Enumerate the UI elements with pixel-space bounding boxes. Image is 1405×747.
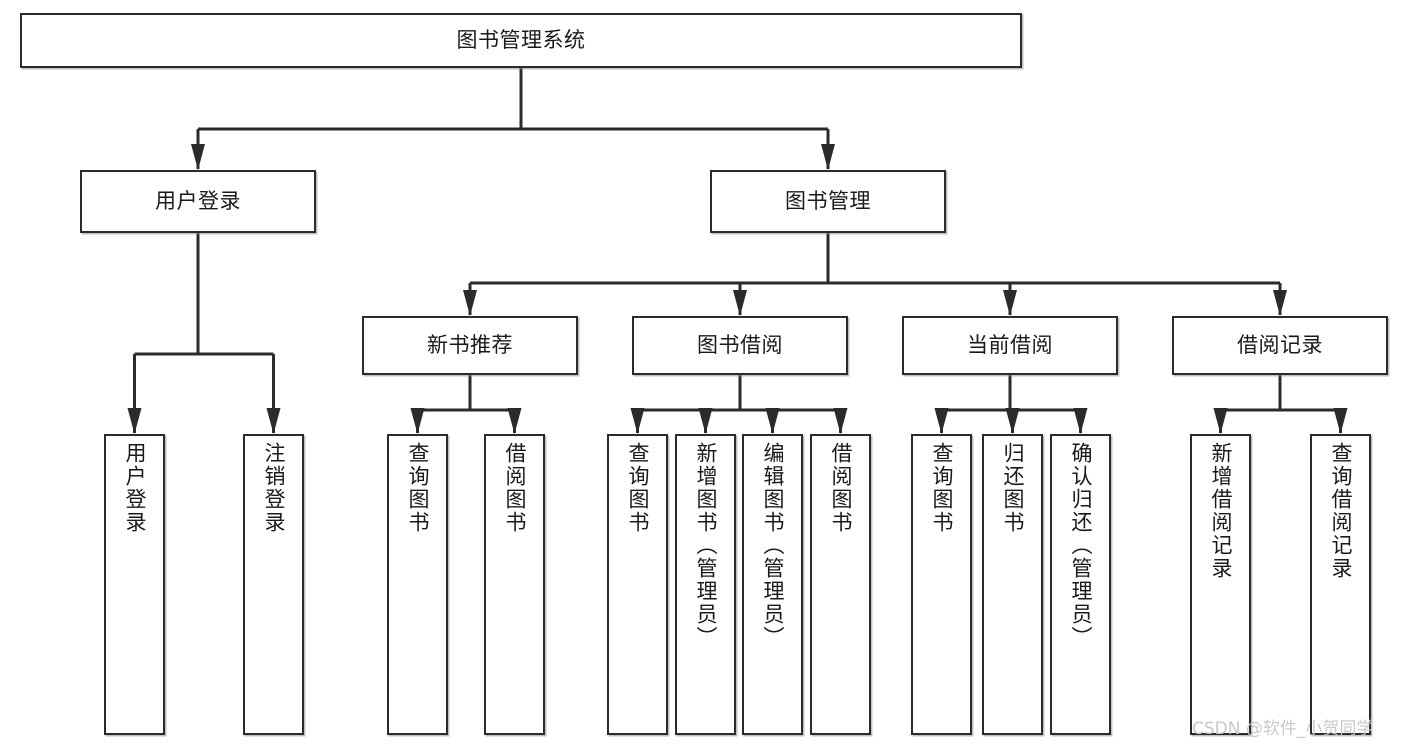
node-leaf-bb-edit[interactable]: 编辑图书（管理员） (742, 434, 803, 735)
node-current[interactable]: 当前借阅 (902, 316, 1118, 375)
node-root[interactable]: 图书管理系统 (20, 13, 1022, 68)
watermark-text: CSDN @软件_小贺同学 (1192, 719, 1374, 739)
node-bookmgmt[interactable]: 图书管理 (710, 170, 946, 233)
node-login[interactable]: 用户登录 (80, 170, 316, 233)
node-label: 用户登录 (123, 442, 147, 534)
node-leaf-rec-query[interactable]: 查询借阅记录 (1310, 434, 1371, 735)
node-leaf-user-login[interactable]: 用户登录 (104, 434, 165, 735)
node-records[interactable]: 借阅记录 (1172, 316, 1388, 375)
node-leaf-nb-borrow[interactable]: 借阅图书 (484, 434, 545, 735)
node-label: 借阅图书 (829, 442, 853, 534)
node-leaf-nb-query[interactable]: 查询图书 (387, 434, 448, 735)
node-label: 图书借阅 (697, 332, 783, 357)
node-label: 当前借阅 (967, 332, 1053, 357)
node-leaf-bb-query[interactable]: 查询图书 (607, 434, 668, 735)
node-leaf-cur-query[interactable]: 查询图书 (911, 434, 972, 735)
node-label: 注销登录 (262, 442, 286, 534)
node-label: 查询图书 (626, 442, 650, 534)
node-label: 用户登录 (155, 188, 241, 213)
node-borrow[interactable]: 图书借阅 (632, 316, 848, 375)
node-leaf-user-logout[interactable]: 注销登录 (243, 434, 304, 735)
node-label: 新增借阅记录 (1209, 442, 1233, 580)
node-leaf-cur-confirm[interactable]: 确认归还（管理员） (1050, 434, 1111, 735)
node-leaf-cur-return[interactable]: 归还图书 (982, 434, 1043, 735)
node-label: 借阅图书 (503, 442, 527, 534)
node-label: 新书推荐 (427, 332, 513, 357)
node-label: 查询借阅记录 (1329, 442, 1353, 580)
node-label: 图书管理 (785, 188, 871, 213)
node-leaf-bb-add[interactable]: 新增图书（管理员） (675, 434, 736, 735)
node-newbook[interactable]: 新书推荐 (362, 316, 578, 375)
node-label: 确认归还（管理员） (1069, 442, 1093, 649)
node-leaf-bb-borrow[interactable]: 借阅图书 (810, 434, 871, 735)
node-label: 新增图书（管理员） (694, 442, 718, 649)
node-label: 查询图书 (930, 442, 954, 534)
node-label: 借阅记录 (1237, 332, 1323, 357)
node-leaf-rec-add[interactable]: 新增借阅记录 (1190, 434, 1251, 735)
node-label: 归还图书 (1001, 442, 1025, 534)
node-label: 编辑图书（管理员） (761, 442, 785, 649)
node-label: 查询图书 (406, 442, 430, 534)
node-label: 图书管理系统 (456, 27, 586, 52)
